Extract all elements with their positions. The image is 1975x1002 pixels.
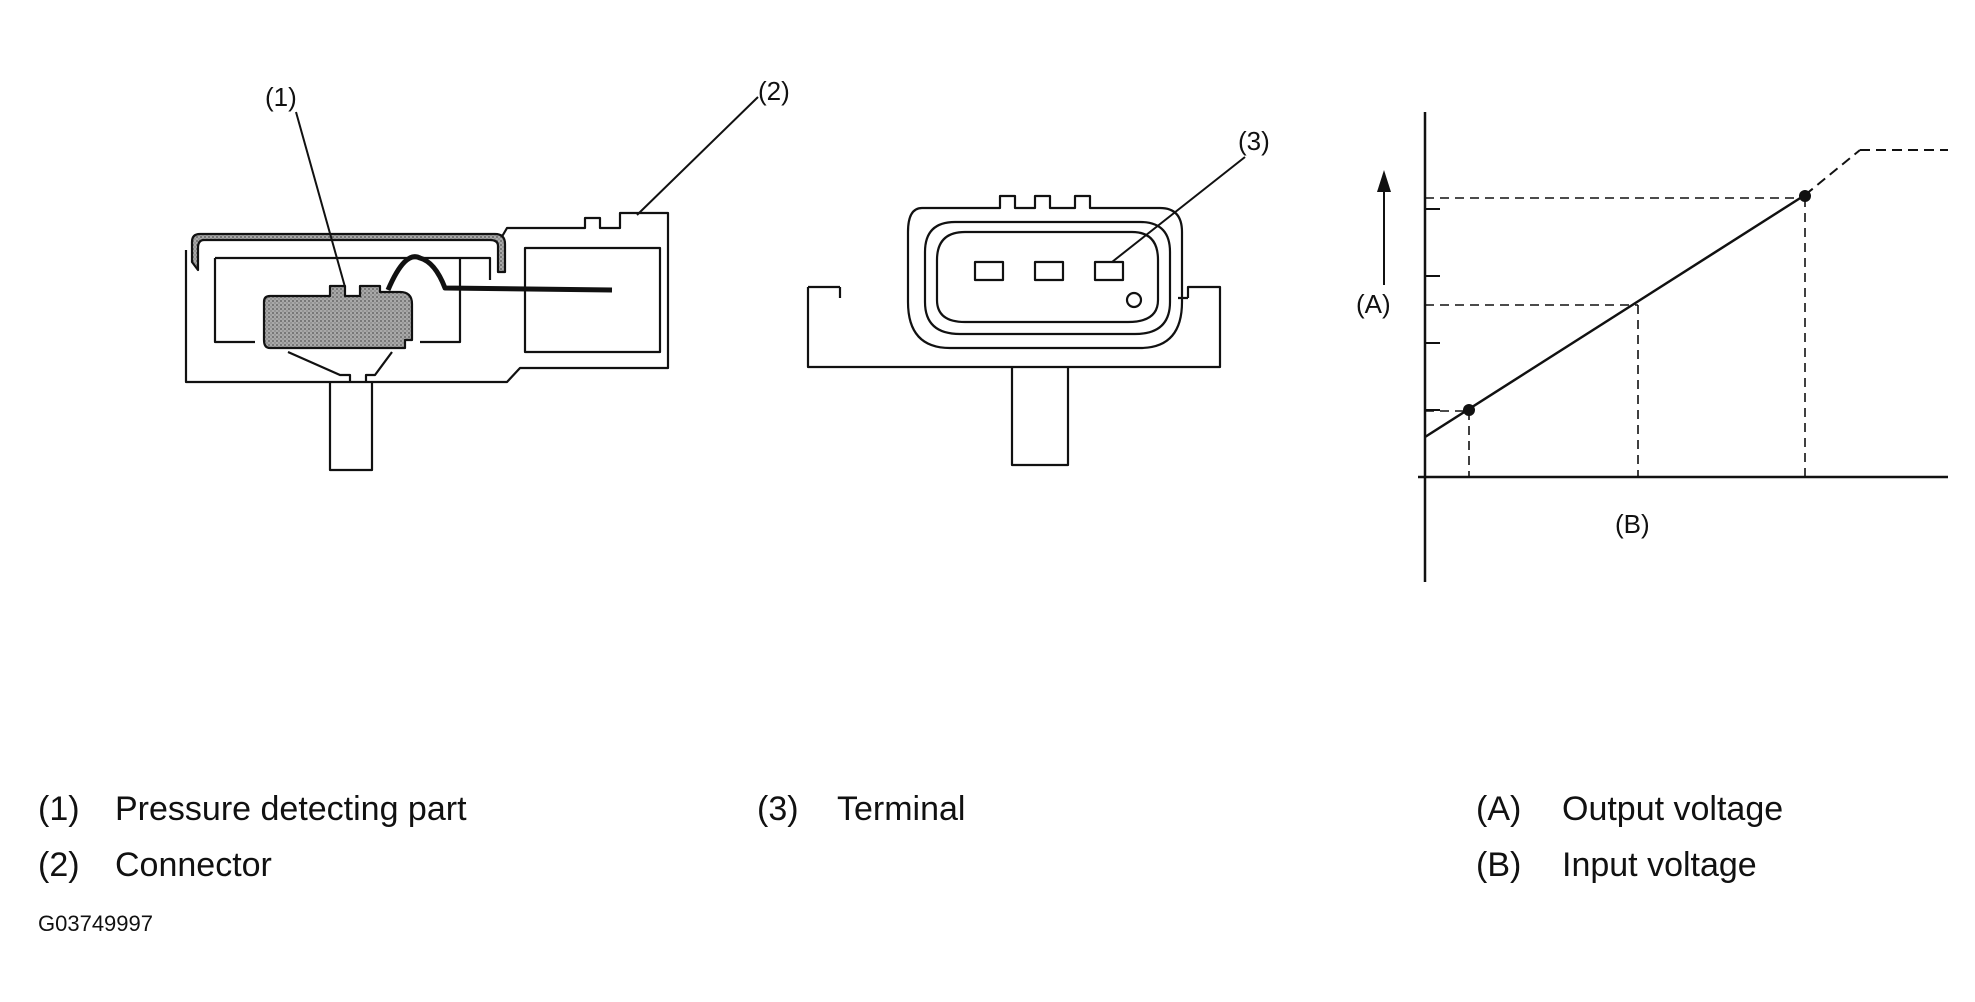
characteristic-line-upper xyxy=(1804,149,1861,196)
legend-num-B: (B) xyxy=(1476,846,1521,884)
leader-3 xyxy=(1111,156,1246,263)
legend-num-2: (2) xyxy=(38,846,80,884)
pressure-port xyxy=(287,350,393,472)
connector-housing xyxy=(523,246,662,354)
legend-text-A: Output voltage xyxy=(1562,790,1783,828)
callout-2-label: (2) xyxy=(758,76,790,106)
figure-code: G03749997 xyxy=(38,911,153,936)
callout-3-label: (3) xyxy=(1238,126,1270,156)
leader-2 xyxy=(636,96,759,216)
sensor-cross-section xyxy=(184,211,670,472)
y-direction-arrowhead xyxy=(1377,170,1391,192)
legend: (1) Pressure detecting part (2) Connecto… xyxy=(38,790,1783,884)
pressure-detecting-element xyxy=(262,284,414,350)
sensor-lid xyxy=(190,232,507,274)
legend-item: (A) Output voltage xyxy=(1476,790,1783,828)
lower-limit-point xyxy=(1463,404,1475,416)
legend-text-2: Connector xyxy=(115,846,272,884)
callout-leaders xyxy=(295,96,1246,288)
pin-marker xyxy=(1125,291,1143,309)
output-graph xyxy=(1383,112,1948,582)
callout-1-label: (1) xyxy=(265,82,297,112)
legend-text-3: Terminal xyxy=(837,790,965,828)
x-axis-label: (B) xyxy=(1615,509,1650,539)
connector-shroud xyxy=(906,194,1184,350)
connector-stem xyxy=(1010,367,1070,467)
connector-socket xyxy=(935,230,1160,324)
terminal-pin-3 xyxy=(1093,260,1125,282)
legend-text-B: Input voltage xyxy=(1562,846,1757,884)
characteristic-line xyxy=(1424,193,1806,439)
legend-num-1: (1) xyxy=(38,790,80,828)
connector-inner-rim xyxy=(923,220,1172,336)
legend-text-1: Pressure detecting part xyxy=(115,790,467,828)
guide-lines xyxy=(1425,197,1806,477)
legend-item: (B) Input voltage xyxy=(1476,846,1757,884)
connector-front-view xyxy=(806,194,1222,467)
legend-item: (1) Pressure detecting part xyxy=(38,790,467,828)
legend-num-3: (3) xyxy=(757,790,799,828)
lead-wire xyxy=(385,254,613,293)
terminal-pin-2 xyxy=(1033,260,1065,282)
legend-num-A: (A) xyxy=(1476,790,1521,828)
connector-flange xyxy=(806,285,1222,369)
legend-item: (3) Terminal xyxy=(757,790,965,828)
terminal-pin-1 xyxy=(973,260,1005,282)
legend-item: (2) Connector xyxy=(38,846,272,884)
leader-1 xyxy=(295,111,346,288)
sensor-body-outline xyxy=(184,211,670,384)
upper-limit-point xyxy=(1799,190,1811,202)
y-axis-label: (A) xyxy=(1356,289,1391,319)
